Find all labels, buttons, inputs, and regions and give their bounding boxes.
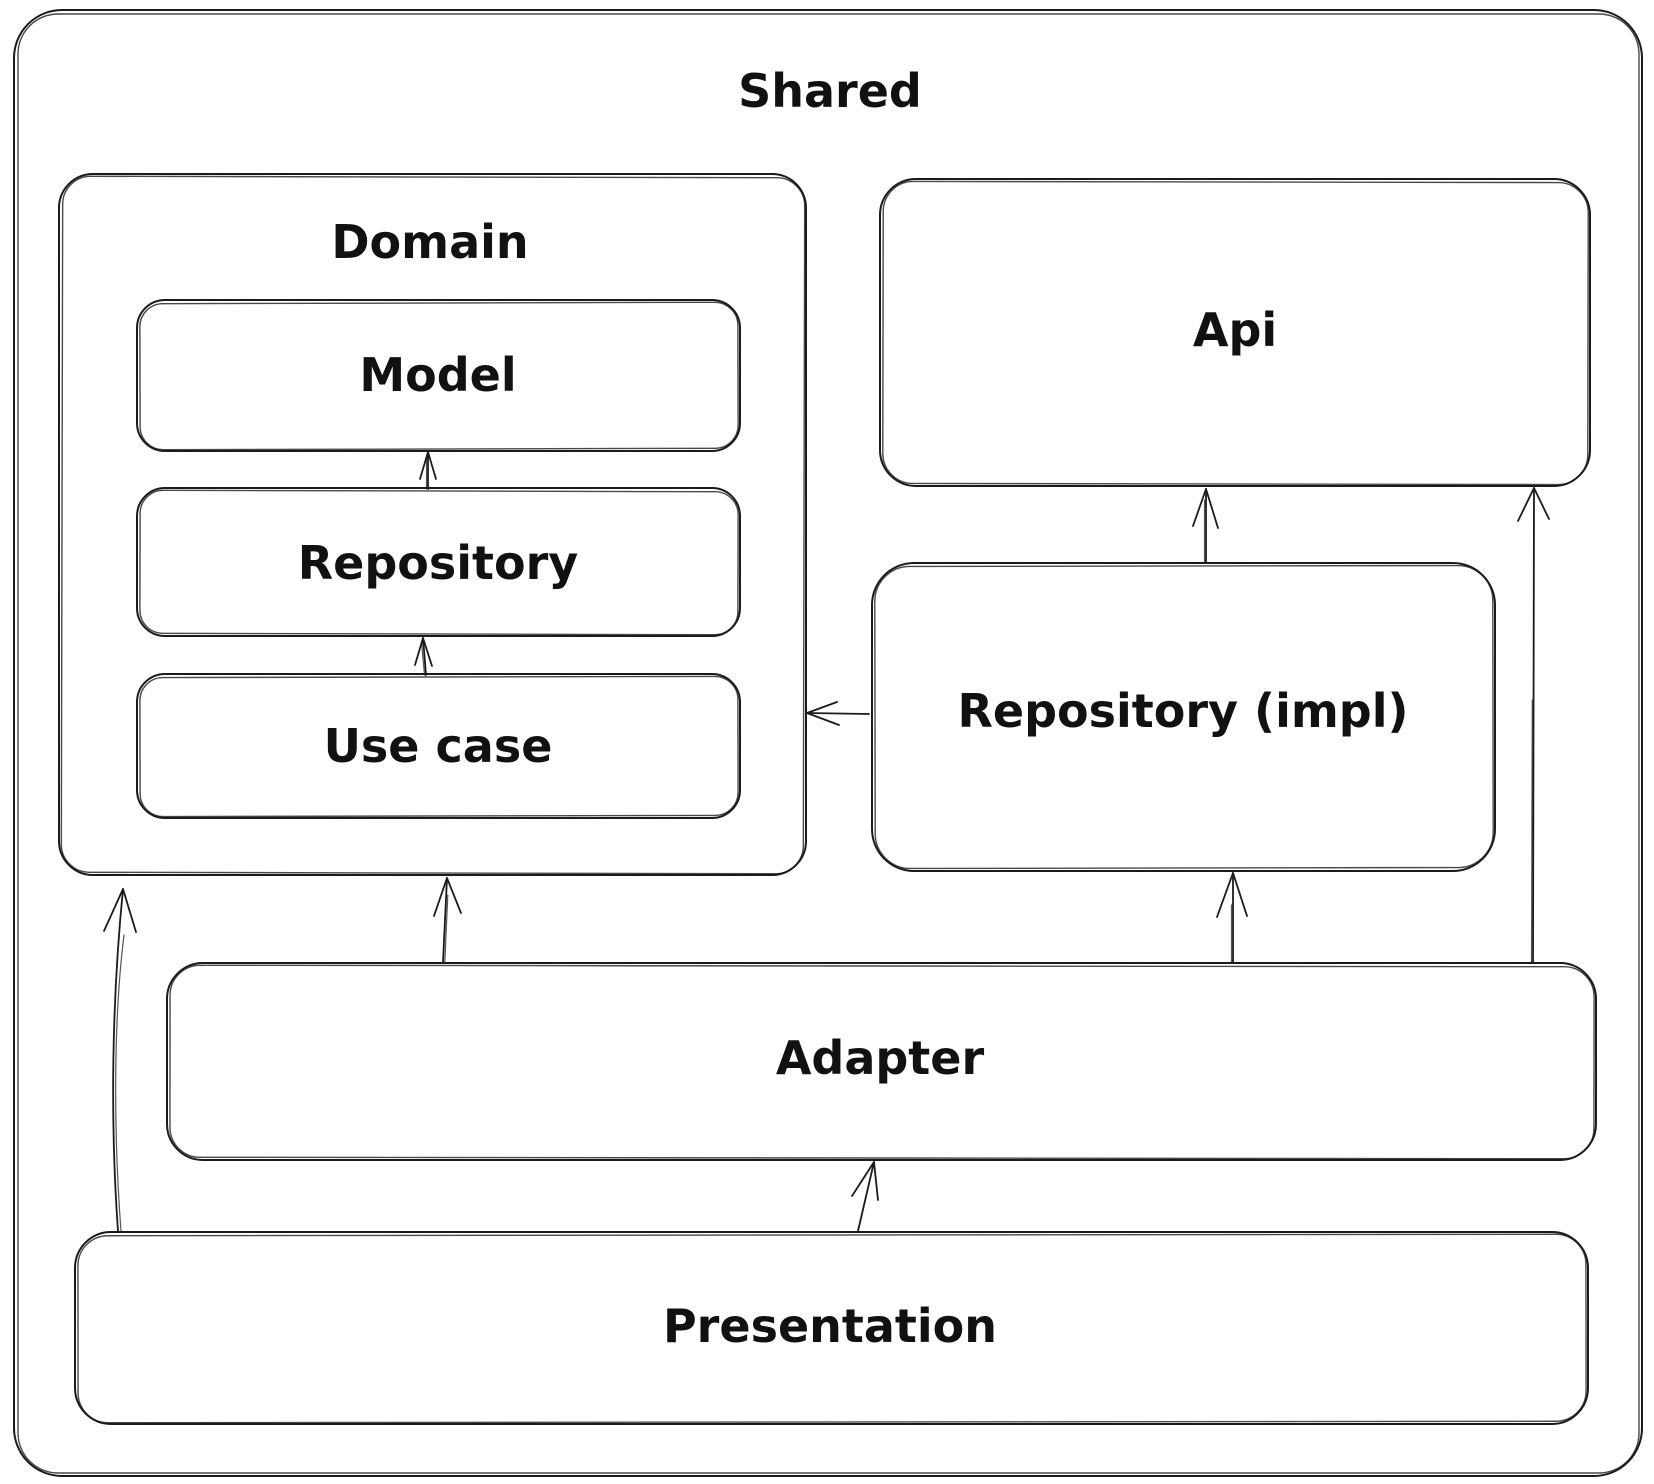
edge-repository-impl-to-domain: [806, 701, 870, 726]
container-domain-label: Domain: [331, 215, 528, 269]
node-repository-impl: Repository (impl): [871, 562, 1496, 872]
edge-repository-impl-to-api: [1192, 488, 1219, 563]
node-use-case: Use case: [136, 673, 741, 819]
node-presentation: Presentation: [74, 1231, 1589, 1425]
container-shared-label: Shared: [738, 64, 922, 118]
node-model: Model: [136, 299, 741, 452]
node-api: Api: [879, 178, 1591, 487]
container-shared: Shared: [13, 9, 1643, 1477]
edge-presentation-to-adapter: [851, 1161, 879, 1232]
edge-adapter-to-api: [1517, 487, 1550, 963]
node-presentation-label: Presentation: [663, 1299, 997, 1353]
node-model-label: Model: [359, 348, 516, 402]
container-domain: Domain: [58, 173, 807, 876]
edge-repository-to-model: [419, 451, 437, 490]
node-repository-impl-label: Repository (impl): [957, 684, 1408, 738]
node-repository-label: Repository: [298, 536, 579, 590]
node-repository: Repository: [136, 487, 741, 637]
edge-adapter-to-domain: [433, 877, 462, 963]
edge-presentation-to-domain: [103, 888, 137, 1232]
node-adapter-label: Adapter: [776, 1031, 985, 1085]
node-api-label: Api: [1193, 303, 1277, 357]
node-adapter: Adapter: [166, 962, 1597, 1161]
edge-adapter-to-repository-impl: [1216, 872, 1248, 963]
node-use-case-label: Use case: [324, 719, 553, 773]
edge-use-case-to-repository: [414, 637, 433, 676]
